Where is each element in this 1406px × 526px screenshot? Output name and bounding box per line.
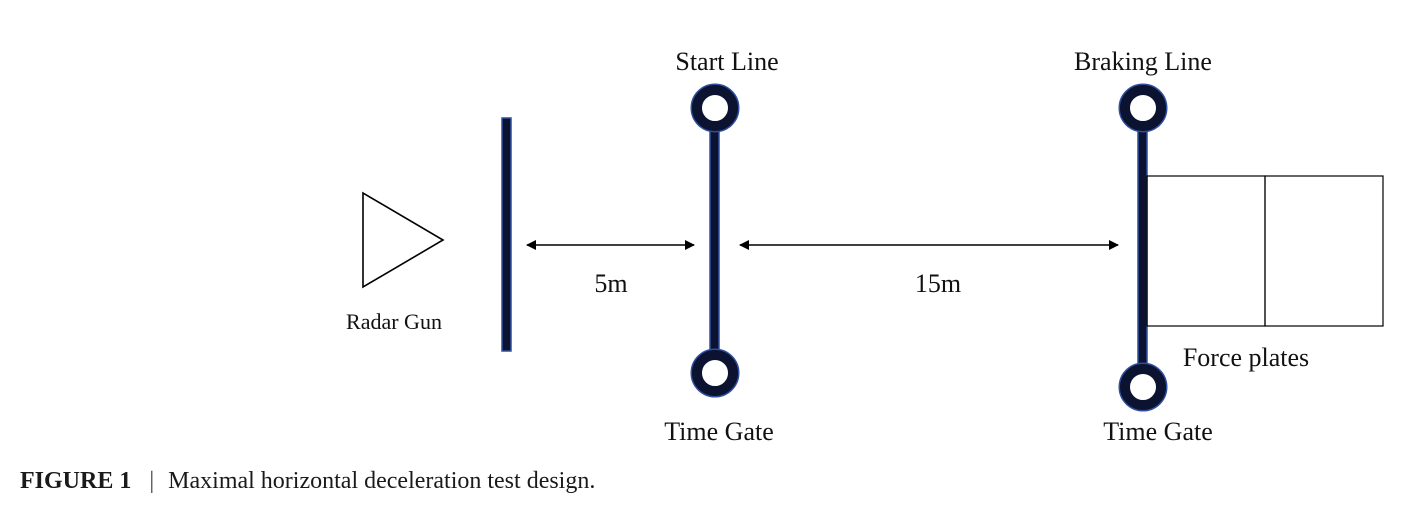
caption-text: Maximal horizontal deceleration test des… (168, 468, 596, 494)
force-plate-2 (1264, 175, 1384, 327)
start-line-label: Start Line (675, 47, 778, 76)
distance-label-5m: 5m (594, 269, 627, 298)
start-line (709, 109, 720, 373)
figure-number: FIGURE 1 (20, 468, 132, 494)
time-gate-bottom-start-icon (690, 348, 740, 398)
force-plate-1 (1146, 175, 1266, 327)
distance-label-15m: 15m (915, 269, 961, 298)
force-plates-label: Force plates (1183, 343, 1309, 372)
caption-separator: | (149, 468, 155, 494)
braking-line-label: Braking Line (1074, 47, 1212, 76)
radar-gun-label: Radar Gun (346, 309, 442, 334)
time-gate-right-label: Time Gate (1103, 417, 1213, 446)
time-gate-left-label: Time Gate (664, 417, 774, 446)
time-gate-top-braking-icon (1118, 83, 1168, 133)
radar-reference-line (501, 117, 512, 352)
radar-gun-icon (362, 191, 445, 289)
time-gate-top-start-icon (690, 83, 740, 133)
figure-caption: FIGURE 1 | Maximal horizontal deceleration… (20, 468, 595, 495)
time-gate-bottom-braking-icon (1118, 362, 1168, 412)
test-design-diagram: Radar Gun 5m Start Line Time Gate 15m Br… (346, 47, 1384, 446)
braking-line (1137, 109, 1148, 387)
